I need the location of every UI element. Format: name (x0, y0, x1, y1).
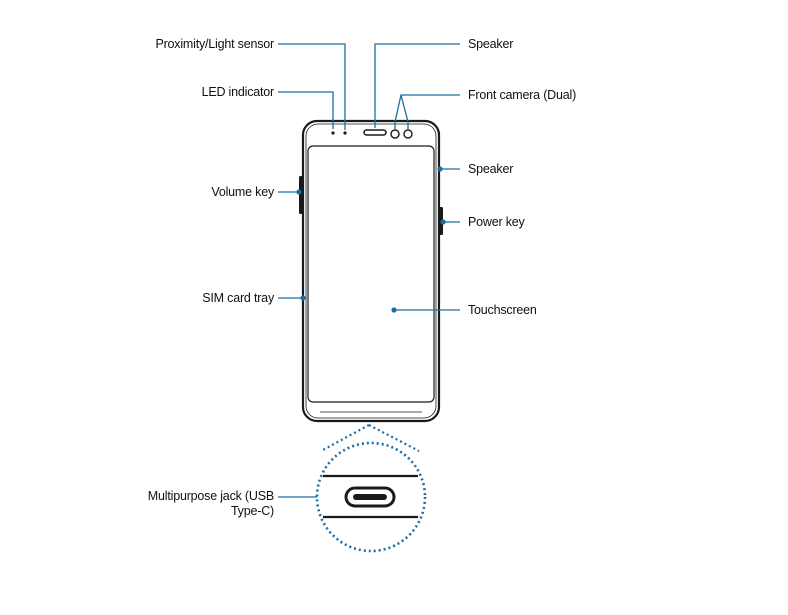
phone-body (301, 119, 441, 423)
touchscreen-area (307, 145, 435, 403)
callout-camera-left (394, 94, 460, 130)
label-speaker-top: Speaker (468, 37, 514, 51)
sensor-dot (343, 131, 347, 135)
led-dot (331, 131, 335, 135)
earpiece-speaker (363, 129, 387, 136)
usb-c-port (344, 486, 396, 508)
label-speaker-right: Speaker (468, 162, 514, 176)
callout-speaker-top (374, 43, 460, 128)
front-camera-left (390, 129, 400, 139)
front-camera-right (403, 129, 413, 139)
callouts (278, 43, 460, 498)
label-front-camera: Front camera (Dual) (468, 88, 577, 102)
label-sim-card-tray: SIM card tray (202, 291, 274, 305)
callout-camera-right (400, 94, 409, 130)
callout-led (278, 91, 334, 129)
label-multipurpose-jack: Multipurpose jack (USB Type-C) (147, 489, 274, 518)
volume-key (299, 176, 303, 214)
callout-proximity (278, 43, 346, 130)
label-led-indicator: LED indicator (201, 85, 275, 99)
label-proximity-light-sensor: Proximity/Light sensor (155, 37, 274, 51)
zoom-callout (315, 424, 427, 553)
label-touchscreen: Touchscreen (468, 303, 537, 317)
label-volume-key: Volume key (211, 185, 274, 199)
label-power-key: Power key (468, 215, 525, 229)
